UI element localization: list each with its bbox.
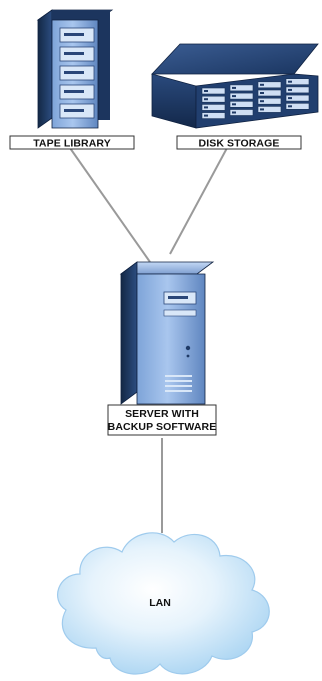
drive-bay-indicator: [232, 95, 236, 98]
tape-library-label-box: TAPE LIBRARY: [9, 135, 135, 150]
drive-bay-indicator: [288, 105, 292, 108]
drive-bay: [229, 92, 254, 100]
lan-label: LAN: [149, 597, 171, 609]
tower-server-icon: [119, 261, 215, 405]
tape-library-label: TAPE LIBRARY: [33, 138, 111, 150]
server-label-box: SERVER WITH BACKUP SOFTWARE: [107, 404, 217, 436]
drive-bay-indicator: [204, 114, 208, 117]
drive-bay: [229, 101, 254, 108]
drive-bay: [201, 95, 226, 103]
drive-bay: [229, 84, 254, 92]
disk-storage-label: DISK STORAGE: [199, 138, 280, 150]
drive-bay-indicator: [204, 106, 208, 109]
server-label-line2: BACKUP SOFTWARE: [108, 421, 217, 433]
drive-bay-indicator: [260, 108, 264, 111]
drive-bay-indicator: [232, 86, 236, 89]
drive-bay: [201, 87, 226, 95]
drive-bay-indicator: [288, 80, 292, 83]
drive-bay-indicator: [260, 83, 264, 86]
drive-bay: [257, 89, 282, 97]
drive-bay-indicator: [232, 103, 236, 106]
drive-bay: [257, 97, 282, 105]
server-label-line1: SERVER WITH: [125, 408, 199, 420]
drive-bay: [201, 104, 226, 111]
cloud-icon: LAN: [57, 532, 270, 675]
disk-array-icon: [151, 43, 319, 129]
drive-bay: [257, 81, 282, 89]
drive-bay: [285, 78, 310, 85]
drive-bay-indicator: [232, 111, 236, 114]
drive-bay-indicator: [260, 92, 264, 94]
disk-storage-label-box: DISK STORAGE: [176, 135, 302, 150]
connectors: [69, 147, 228, 533]
connector-tape-to-server: [69, 147, 151, 263]
tape-library-icon: [36, 9, 114, 129]
drive-bay-indicator: [204, 98, 208, 101]
drive-bay: [285, 94, 310, 102]
drive-bay-indicator: [260, 100, 264, 103]
drive-bay: [201, 112, 226, 119]
drive-bay: [257, 106, 282, 113]
drive-bay-indicator: [288, 88, 292, 91]
connector-disk-to-server: [169, 147, 228, 255]
drive-bay: [285, 103, 310, 110]
drive-bay-indicator: [204, 90, 208, 92]
drive-bay-indicator: [288, 97, 292, 100]
drive-bay: [285, 86, 310, 94]
drive-bay: [229, 109, 254, 116]
